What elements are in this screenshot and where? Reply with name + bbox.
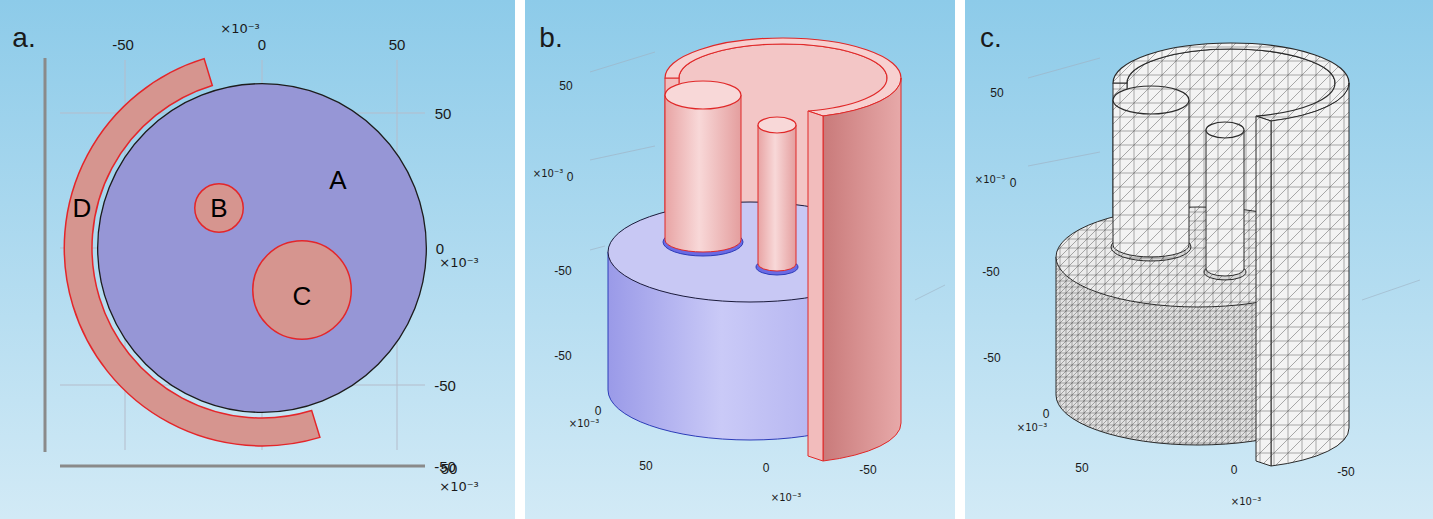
- axis-tick: 0: [763, 462, 770, 474]
- axis-line: [44, 58, 47, 452]
- axis-exponent: ×10⁻³: [439, 480, 479, 493]
- conductor-circle-fill: [195, 184, 244, 233]
- node-letter: D: [73, 195, 92, 221]
- axis-tick: 50: [559, 80, 572, 92]
- axis-exponent: ×10⁻³: [1017, 423, 1047, 433]
- conductor-circle: B: [194, 183, 244, 233]
- node-letter: A: [329, 167, 346, 193]
- shield-arc-outline: [58, 50, 328, 450]
- axis-exponent: ×10⁻³: [533, 169, 563, 179]
- grid-line: [1362, 280, 1420, 300]
- panel-background: [0, 0, 515, 519]
- domain-circle-outline: [97, 83, 427, 413]
- panel-label: a.: [12, 24, 35, 52]
- axis-tick: 0: [1043, 408, 1050, 420]
- axis-tick: -50: [434, 378, 456, 393]
- panel-label: b.: [539, 24, 562, 52]
- geometry-3d-view: [608, 38, 901, 461]
- panel-label: c.: [980, 24, 1002, 52]
- grid-line: [1028, 152, 1100, 166]
- shield-arc: D: [58, 50, 328, 450]
- axis-tick: 50: [441, 461, 458, 476]
- node-letter: B: [210, 195, 227, 221]
- axis-exponent: ×10⁻³: [975, 175, 1005, 185]
- axis-tick: -50: [859, 464, 876, 476]
- conductor-circle: C: [252, 240, 352, 340]
- axis-exponent: ×10⁻³: [439, 256, 479, 269]
- axis-tick: 0: [567, 171, 574, 183]
- grid-line: [590, 246, 605, 250]
- axis-tick: 50: [1075, 462, 1088, 474]
- axis-tick: 0: [258, 37, 266, 52]
- grid-line: [590, 52, 655, 72]
- axis-tick: 0: [1010, 177, 1017, 189]
- axis-tick: 0: [595, 405, 602, 417]
- panel-background: [525, 0, 955, 519]
- axis-tick: -50: [1337, 466, 1354, 478]
- axis-tick: -50: [983, 352, 1000, 364]
- domain-circle: A B C: [97, 83, 427, 413]
- panel-background: [965, 0, 1433, 519]
- axis-exponent: ×10⁻³: [220, 22, 260, 35]
- axis-tick: 0: [436, 241, 444, 256]
- axis-line: [60, 465, 425, 468]
- axis-tick: -50: [554, 350, 571, 362]
- conductor-circle-fill: [253, 241, 352, 340]
- axis-exponent: ×10⁻³: [569, 419, 599, 429]
- axis-tick: 50: [435, 106, 452, 121]
- axis-exponent: ×10⁻³: [771, 493, 801, 503]
- axis-tick: -50: [112, 37, 134, 52]
- grid-line: [1028, 58, 1100, 78]
- grid-line: [590, 146, 655, 160]
- axis-tick: 50: [990, 87, 1003, 99]
- domain-circle-fill: [98, 84, 427, 413]
- axis-tick: 50: [389, 37, 406, 52]
- shield-arc-fill: [64, 59, 320, 446]
- axis-tick: -50: [982, 266, 999, 278]
- node-letter: C: [293, 283, 312, 309]
- axis-exponent: ×10⁻³: [1231, 497, 1261, 507]
- axis-tick: 50: [639, 460, 652, 472]
- axis-tick: 0: [1231, 464, 1238, 476]
- geometry-mesh-view: [1056, 43, 1349, 466]
- grid-line: [915, 285, 945, 300]
- axis-tick: -50: [554, 265, 571, 277]
